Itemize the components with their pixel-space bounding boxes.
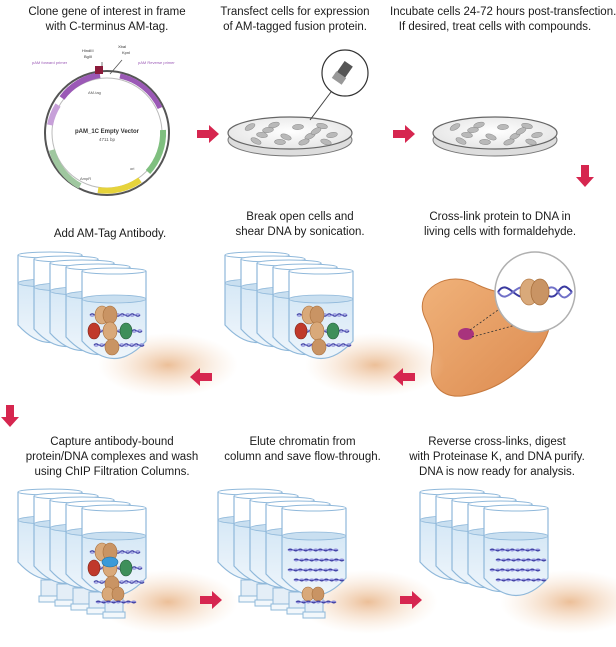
protein [119, 322, 133, 340]
cell [250, 137, 262, 145]
plasmid-site-kpni: KpnI [122, 50, 130, 55]
plasmid-name: pAM_1C Empty Vector [75, 129, 140, 135]
column-group [217, 488, 438, 634]
cell [268, 121, 280, 129]
step-arrow [576, 165, 594, 187]
cell [455, 137, 467, 145]
cell [310, 127, 322, 135]
plasmid-reverse-primer: pAM Reverse primer [138, 60, 175, 65]
plasmid-site-hindiii: HindIII [82, 48, 94, 53]
step-9-line-2: with Proteinase K, and DNA purify. [409, 451, 585, 463]
cell [479, 139, 491, 145]
step-5-line-1: Break open cells and [246, 211, 354, 223]
plasmid-label-ampr: AmpR [80, 176, 91, 181]
dish-cells [449, 121, 543, 146]
protein [87, 322, 101, 340]
protein [87, 559, 101, 577]
step-3-caption: Incubate cells 24-72 hours post-transfec… [390, 5, 616, 35]
diagram-artwork: pAM_1C Empty Vector 4711 bp HindIII BglI… [1, 44, 616, 634]
step-6-line-1: Add AM-Tag Antibody. [53, 228, 167, 240]
step-2-caption: Transfect cells for expression of AM-tag… [210, 5, 380, 35]
step-1-caption: Clone gene of interest in frame with C-t… [22, 5, 192, 35]
cell [515, 127, 527, 135]
step-5-caption: Break open cells and shear DNA by sonica… [220, 210, 380, 240]
cell [525, 138, 537, 146]
column-group [224, 251, 445, 397]
plasmid-map: pAM_1C Empty Vector 4711 bp HindIII BglI… [32, 44, 175, 196]
cell [256, 132, 268, 138]
step-9-line-3: DNA is now ready for analysis. [419, 466, 575, 478]
protein [294, 322, 308, 340]
cell [244, 123, 256, 131]
column-group [17, 488, 238, 634]
cell [467, 127, 479, 133]
step-1-line-2: with C-terminus AM-tag. [45, 21, 169, 33]
cell [531, 131, 543, 139]
cell [298, 138, 310, 146]
step-arrow [200, 591, 222, 609]
cell [292, 124, 304, 130]
step-7-line-1: Capture antibody-bound [50, 436, 174, 448]
cell [449, 123, 461, 131]
cell [485, 133, 497, 141]
plasmid-site-bglii: BglII [84, 54, 92, 59]
plasmid-label-ori: ori [130, 166, 135, 171]
step-arrow [1, 405, 19, 427]
cell [274, 139, 286, 145]
protocol-diagram: pAM_1C Empty Vector 4711 bp HindIII BglI… [1, 5, 616, 634]
step-arrow [190, 368, 212, 386]
petri-dish-transfect [227, 49, 369, 157]
step-arrow [393, 125, 415, 143]
step-3-line-2: If desired, treat cells with compounds. [398, 21, 592, 33]
step-1-line-1: Clone gene of interest in frame [28, 6, 186, 18]
dish-cells [244, 121, 338, 146]
step-4-line-2: living cells with formaldehyde. [423, 226, 577, 238]
crosslink-cell-illustration [421, 251, 576, 397]
plasmid-label-amtag: AM-tag [88, 90, 101, 95]
petri-dish-incubate [432, 116, 558, 157]
cell [473, 121, 485, 129]
antibody [101, 556, 119, 568]
step-5-line-2: shear DNA by sonication. [235, 226, 365, 238]
cell [262, 127, 274, 133]
step-8-line-1: Elute chromatin from [249, 436, 356, 448]
step-2-line-2: of AM-tagged fusion protein. [223, 21, 367, 33]
plasmid-size: 4711 bp [99, 137, 115, 142]
cell [326, 131, 338, 139]
step-arrow [197, 125, 219, 143]
step-9-line-1: Reverse cross-links, digest [428, 436, 566, 448]
cell [320, 138, 332, 146]
step-arrow [393, 368, 415, 386]
step-2-line-1: Transfect cells for expression [220, 6, 370, 18]
cell [280, 133, 292, 141]
protein [119, 559, 133, 577]
step-8-caption: Elute chromatin from column and save flo… [215, 435, 390, 465]
column-group [419, 488, 616, 634]
step-4-caption: Cross-link protein to DNA in living cell… [410, 210, 590, 240]
step-7-caption: Capture antibody-bound protein/DNA compl… [22, 435, 202, 480]
cell [503, 138, 515, 146]
cell [497, 124, 509, 130]
step-8-line-2: column and save flow-through. [224, 451, 381, 463]
process-arrows [1, 125, 594, 609]
step-6-caption: Add AM-Tag Antibody. [30, 227, 190, 242]
step-4-line-1: Cross-link protein to DNA in [429, 211, 571, 223]
plasmid-site-xbai: XbaI [118, 44, 126, 49]
step-7-line-3: using ChIP Filtration Columns. [34, 466, 190, 478]
step-9-caption: Reverse cross-links, digest with Protein… [402, 435, 592, 480]
plasmid-forward-primer: pAM forward primer [32, 60, 68, 65]
step-3-line-1: Incubate cells 24-72 hours post-transfec… [390, 6, 616, 18]
column-groups [17, 251, 616, 634]
cell [461, 132, 473, 138]
step-arrow [400, 591, 422, 609]
step-7-line-2: protein/DNA complexes and wash [25, 451, 199, 463]
protein [326, 322, 340, 340]
